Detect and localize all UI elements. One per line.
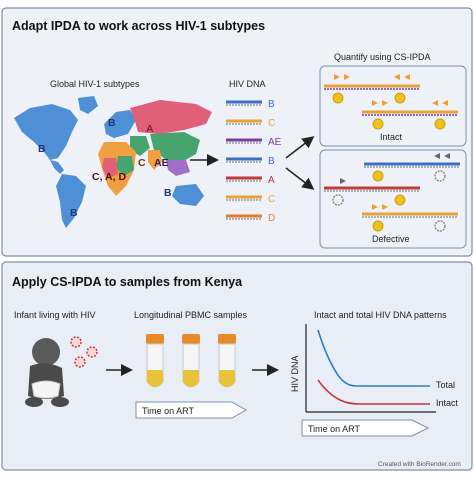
tube-cap [218, 334, 236, 344]
primer-icon [434, 153, 450, 159]
series-total-label: Total [436, 380, 455, 390]
dna-subtype-label: A [268, 175, 275, 186]
map-europe [104, 110, 136, 138]
map-africa-east [116, 156, 134, 176]
series-total-line [317, 329, 430, 387]
map-region-label: B [108, 117, 116, 129]
tube-sample [183, 370, 199, 387]
time-label-1: Time on ART [142, 406, 195, 416]
sample-tubes [146, 334, 236, 388]
infant-label: Infant living with HIV [14, 310, 96, 320]
patterns-label: Intact and total HIV DNA patterns [314, 310, 447, 320]
sample-tube [218, 334, 236, 388]
chart-ylabel: HIV DNA [290, 355, 300, 392]
primer-icon [372, 204, 388, 210]
probe-icon [434, 220, 446, 232]
dna-subtype-label: B [268, 99, 275, 110]
quantify-label: Quantify using CS-IPDA [334, 52, 431, 62]
world-map: B B B A C AE C, A, D B [14, 96, 212, 228]
map-india [148, 150, 162, 170]
probe-icon [434, 170, 446, 182]
arrow-to-intact [285, 136, 315, 159]
sample-tube [182, 334, 200, 388]
dna-label: HIV DNA [229, 79, 266, 89]
tube-cap [182, 334, 200, 344]
diaper [31, 380, 61, 399]
infant-leg [25, 397, 43, 407]
defective-label: Defective [372, 234, 410, 244]
probe-icon [332, 194, 344, 206]
map-region-label: B [164, 187, 172, 199]
intact-assay [324, 74, 458, 130]
primer-icon [432, 100, 448, 106]
map-se-asia [166, 160, 190, 176]
map-region-label: B [38, 143, 46, 155]
dna-subtype-label: AE [268, 137, 282, 148]
primer-icon [340, 178, 346, 184]
samples-label: Longitudinal PBMC samples [134, 310, 248, 320]
dna-subtype-label: D [268, 213, 275, 224]
virus-icons [70, 336, 98, 368]
map-region-label: C [138, 157, 146, 169]
probe-icon [372, 220, 384, 232]
intact-label: Intact [380, 132, 403, 142]
probe-icon [434, 118, 446, 130]
infant-illustration [25, 338, 69, 407]
primer-icon [372, 100, 388, 106]
map-label: Global HIV-1 subtypes [50, 79, 140, 89]
time-label-2: Time on ART [308, 424, 361, 434]
infant-leg [51, 397, 69, 407]
bottom-panel [1, 261, 473, 471]
probe-icon [372, 118, 384, 130]
map-greenland [78, 96, 98, 114]
defective-box [319, 149, 467, 249]
map-russia [130, 100, 212, 134]
virus-icon [70, 336, 82, 348]
time-arrow-1 [135, 401, 248, 419]
map-region-label: B [70, 207, 78, 219]
dna-pattern-chart: HIV DNA Total Intact [290, 324, 459, 413]
top-panel-title: Adapt IPDA to work across HIV-1 subtypes [12, 19, 265, 33]
map-region-label: C, A, D [92, 171, 126, 183]
dna-subtype-label: B [268, 156, 275, 167]
sample-tube [146, 334, 164, 388]
dna-subtype-label: C [268, 194, 275, 205]
series-intact-line [317, 379, 430, 405]
map-south-america [56, 174, 86, 228]
probe-icon [394, 194, 406, 206]
tube-sample [219, 370, 235, 387]
credit-text: Created with BioRender.com [378, 461, 461, 468]
map-australia [172, 184, 204, 206]
infant-head [32, 338, 60, 366]
tube-cap [146, 334, 164, 344]
bottom-panel-title: Apply CS-IPDA to samples from Kenya [12, 275, 243, 289]
map-africa-central [102, 158, 118, 178]
map-north-america [14, 104, 78, 160]
series-intact-label: Intact [436, 398, 459, 408]
defective-assay [324, 153, 460, 232]
map-region-label: A [146, 123, 154, 135]
arrow-to-defective [285, 167, 315, 190]
virus-icon [86, 346, 98, 358]
map-region-label: AE [154, 157, 169, 169]
virus-icon [74, 356, 86, 368]
primer-icon [334, 74, 350, 80]
dna-subtype-label: C [268, 118, 275, 129]
time-arrow-2 [301, 419, 430, 437]
probe-icon [332, 92, 344, 104]
map-asia [150, 132, 200, 162]
tube-sample [147, 370, 163, 387]
primer-icon [394, 74, 410, 80]
probe-icon [394, 92, 406, 104]
probe-icon [372, 170, 384, 182]
map-central-america [50, 160, 64, 174]
